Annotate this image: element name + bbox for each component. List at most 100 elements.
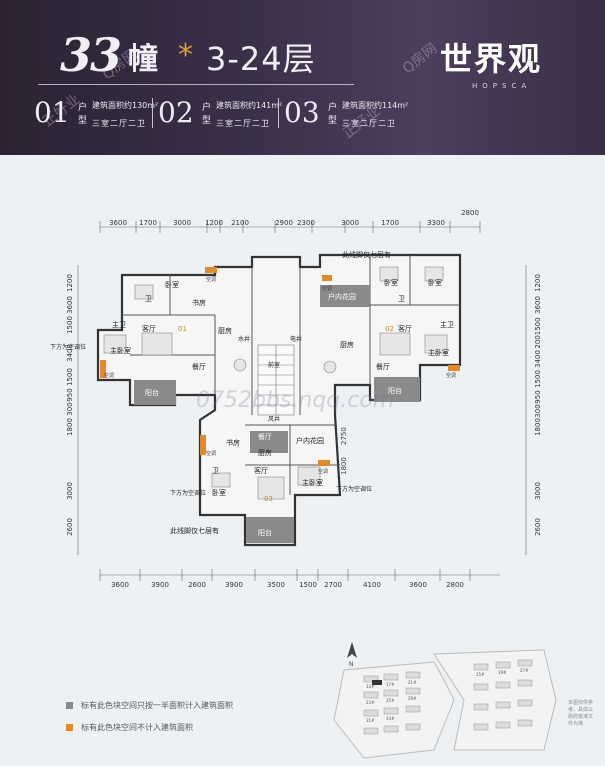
unit-separator xyxy=(278,98,279,128)
dim-label: 1700 xyxy=(381,219,399,227)
title-underline xyxy=(38,84,354,85)
dim-label: 1200 xyxy=(534,274,542,292)
room-label: 主卧室 xyxy=(110,346,131,355)
room-label: 主卫 xyxy=(112,320,126,329)
dim-label: 2100 xyxy=(231,219,249,227)
dim-label: 3400 xyxy=(534,350,542,368)
site-highlight-building xyxy=(372,680,382,685)
north-label: N xyxy=(349,661,354,668)
legend-item-orange: 标有此色块空间不计入建筑面积 xyxy=(66,722,193,733)
dim-label: 3600 xyxy=(409,581,427,589)
right-dimensions: 1200 3600 2001500 3400 1500 950 300 1800… xyxy=(534,274,542,536)
ac-tag: 空调 xyxy=(206,450,216,457)
room-label: 主卫 xyxy=(440,320,454,329)
unit-badge: 01 xyxy=(178,325,187,333)
building-number: 33 xyxy=(60,28,122,82)
dim-label: 2900 xyxy=(275,219,293,227)
site-building-labels: 13# 17# 21# 23# 25# 29# 31# 33# 15# 19# … xyxy=(366,668,529,723)
dim-label: 3900 xyxy=(225,581,243,589)
dim-label: 1500 xyxy=(299,581,317,589)
room-label: 餐厅 xyxy=(258,432,272,441)
room-label: 户内花园 xyxy=(328,292,356,301)
unit-rooms: 三室二厅二卫 xyxy=(92,119,146,128)
dim-label: 1800 xyxy=(340,457,348,475)
ac-tags: 空调 空调 空调 空调 空调 空调 xyxy=(104,276,456,475)
dim-label: 3000 xyxy=(341,219,359,227)
unit-area: 建筑面积约114m² xyxy=(342,101,409,110)
stair-core xyxy=(257,344,295,416)
site-label: 19# xyxy=(498,670,507,675)
site-label: 25# xyxy=(386,698,395,703)
room-label: 风井 xyxy=(268,415,280,423)
room-label: 下方为空调位 xyxy=(170,489,206,497)
dim-label: 2750 xyxy=(340,427,348,445)
dim-label: 3000 xyxy=(66,482,74,500)
legend-text: 标有此色块空间只按一半面积计入建筑面积 xyxy=(81,701,233,710)
top-dimensions: 3600 1700 3000 1200 2100 2900 2300 3000 … xyxy=(109,209,479,227)
left-dimensions: 1200 3600 1500 3400 1500 950 300 1800 30… xyxy=(66,274,74,536)
site-label: 15# xyxy=(476,672,485,677)
room-label: 户内花园 xyxy=(296,436,324,445)
building-char: 幢 xyxy=(128,42,158,77)
room-label: 卫 xyxy=(212,467,219,475)
room-label: 下方为空调位 xyxy=(50,343,86,351)
dim-label: 3400 xyxy=(66,344,74,362)
ac-tag: 空调 xyxy=(318,468,328,475)
floor-range: 3-24层 xyxy=(206,40,316,78)
brand-logo: 世界观 xyxy=(440,40,543,78)
dim-label: 3600 xyxy=(66,296,74,314)
room-label: 阳台 xyxy=(258,528,272,537)
dim-label: 3300 xyxy=(427,219,445,227)
unit-badge: 02 xyxy=(385,325,394,333)
legend-text: 标有此色块空间不计入建筑面积 xyxy=(81,723,193,732)
room-label: 卧室 xyxy=(165,280,179,289)
site-label: 21# xyxy=(408,680,417,685)
unit-area: 建筑面积约130m² xyxy=(92,101,159,110)
legend-swatch xyxy=(66,702,73,709)
site-label: 23# xyxy=(366,700,375,705)
room-label: 厨房 xyxy=(258,448,272,457)
dim-label: 950 xyxy=(534,390,542,403)
floor-plan: 3600 1700 3000 1200 2100 2900 2300 3000 … xyxy=(0,155,605,635)
site-label: 33# xyxy=(386,716,395,721)
unit-rooms: 三室二厅二卫 xyxy=(216,119,270,128)
header-banner: 正好业 Q房网 正好业 Q房网 33 幢 * 3-24层 世界观 HOPSCA … xyxy=(0,0,605,155)
dim-label: 3600 xyxy=(534,296,542,314)
room-label: 下方为空调位 xyxy=(336,485,372,493)
ac-tag: 空调 xyxy=(206,276,216,283)
legend-item-gray: 标有此色块空间只按一半面积计入建筑面积 xyxy=(66,700,233,711)
unit-number: 01 xyxy=(34,96,70,129)
watermark: Q房网 xyxy=(399,40,441,78)
dim-label: 3000 xyxy=(173,219,191,227)
room-label: 卧室 xyxy=(428,278,442,287)
brand-logo-sub: HOPSCA xyxy=(472,82,532,90)
room-label: 水井 xyxy=(238,335,250,343)
room-label: 餐厅 xyxy=(192,362,206,371)
dim-label: 3600 xyxy=(109,219,127,227)
dim-label: 1800 xyxy=(66,418,74,436)
room-label: 卧室 xyxy=(212,488,226,497)
inner-dimensions: 2750 1800 xyxy=(340,427,348,475)
dim-label: 3900 xyxy=(151,581,169,589)
room-label: 卧室 xyxy=(384,278,398,287)
room-label: 书房 xyxy=(226,438,240,447)
unit-type-label: 户型 xyxy=(202,103,212,126)
ac-pads xyxy=(100,267,460,466)
dim-label: 1200 xyxy=(205,219,223,227)
dim-label: 950 xyxy=(66,388,74,401)
dim-label: 1800 xyxy=(534,418,542,436)
room-label: 卫 xyxy=(145,295,152,303)
dim-label: 4100 xyxy=(363,581,381,589)
site-plan-note: 本图仅供参考，具体以政府批准文件为准 xyxy=(568,700,594,727)
dim-label: 2800 xyxy=(461,209,479,217)
site-label: 17# xyxy=(386,682,395,687)
dim-label: 2600 xyxy=(188,581,206,589)
room-label: 书房 xyxy=(192,298,206,307)
site-label: 13# xyxy=(366,684,375,689)
dim-label: 3000 xyxy=(534,482,542,500)
room-label: 厨房 xyxy=(340,340,354,349)
room-label: 前室 xyxy=(268,361,280,369)
room-label: 主卧室 xyxy=(428,348,449,357)
room-label: 客厅 xyxy=(142,324,156,333)
north-arrow-icon xyxy=(347,642,357,658)
